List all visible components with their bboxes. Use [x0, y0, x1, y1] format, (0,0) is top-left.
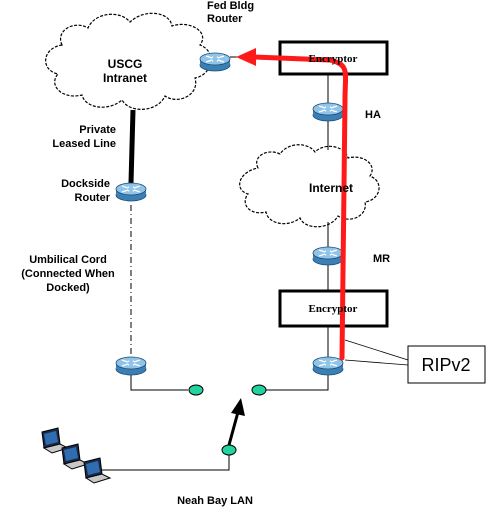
- callout-pointer: [344, 359, 409, 366]
- ripv2-callout-box: [407, 345, 486, 384]
- mr-router-icon: [312, 246, 344, 266]
- ha-label: HA: [365, 109, 381, 121]
- ripv2-callout-label: RIPv2: [421, 355, 470, 375]
- uscg-cloud-icon: [45, 12, 212, 110]
- encryptor-bottom-box: [278, 289, 389, 328]
- link-hub-to-laptops: [100, 455, 230, 471]
- encryptor-bottom-label: Encryptor: [309, 303, 358, 315]
- tunnel-arrowhead: [236, 48, 256, 66]
- internet-label: Internet: [309, 181, 353, 195]
- ha-router-icon: [312, 102, 344, 122]
- dockside-router-icon: [115, 182, 147, 202]
- hub-connector-right: [251, 384, 267, 396]
- fed-bldg-router-icon: [199, 52, 231, 72]
- private-leased-line: [128, 109, 136, 184]
- link-left-router-to-hub: [130, 372, 188, 391]
- dock-arrowhead: [231, 398, 245, 416]
- hub-connector-bottom: [221, 444, 237, 456]
- link-right-router-to-hub: [266, 372, 329, 391]
- mr-label: MR: [373, 253, 390, 265]
- right-ship-router-icon: [312, 356, 344, 376]
- left-ship-router-icon: [115, 356, 147, 376]
- encryptor-top-label: Encryptor: [309, 53, 358, 65]
- callout-pointer: [344, 339, 409, 361]
- ripv2-tunnel-path: [250, 54, 349, 361]
- dock-arrow: [227, 411, 240, 446]
- neah-bay-lan-label: Neah Bay LAN: [177, 495, 253, 507]
- hub-connector-left: [188, 384, 204, 396]
